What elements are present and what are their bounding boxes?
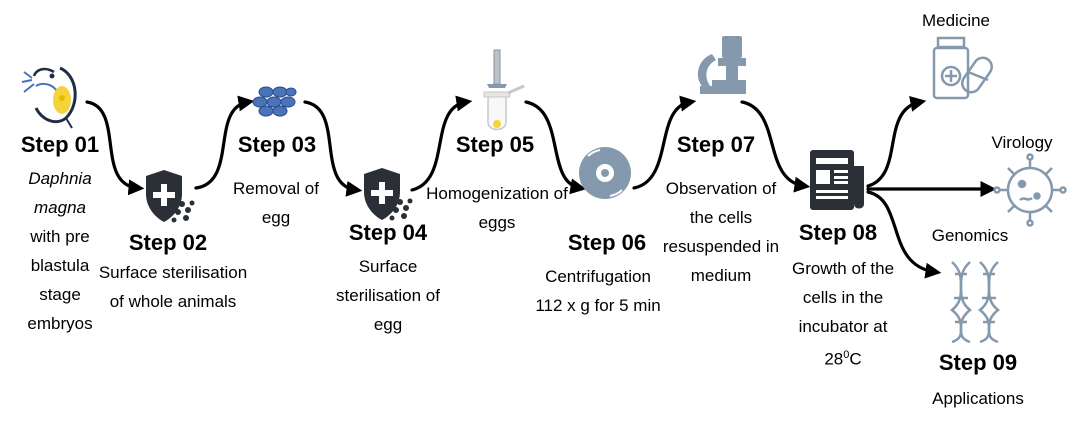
step-01: Step 01 Daphnia magna with pre blastula … [10, 132, 110, 338]
step-08-title: Step 08 [798, 220, 878, 245]
step-03: Step 03 [224, 132, 330, 158]
arrow-01-02 [85, 100, 145, 196]
step-03-description: Removal of egg [233, 179, 319, 227]
step-04: Step 04 [330, 220, 446, 246]
centrifuge-icon [579, 147, 631, 199]
report-icon [810, 150, 864, 210]
app-label-genomics: Genomics [931, 226, 1009, 245]
app-label-medicine: Medicine [921, 11, 991, 30]
step-07-description: Observation of the cells resuspended in … [662, 179, 780, 285]
step-07-title: Step 07 [676, 132, 756, 157]
step-02-description: Surface sterilisation of whole animals [98, 263, 248, 311]
dna-icon [949, 261, 1001, 344]
step-01-description: Daphnia magna with pre blastula stage em… [10, 164, 110, 338]
connector-arrows [85, 95, 997, 279]
step-06-description: Centrifugation 112 x g for 5 min [535, 267, 661, 315]
step-09-title: Step 09 [938, 350, 1018, 375]
daphnia-icon [21, 66, 77, 129]
step-05: Step 05 [440, 132, 550, 158]
arrow-03-04 [303, 100, 363, 197]
step-06-title: Step 06 [567, 230, 647, 255]
step-08-temp-sup: 0 [843, 349, 850, 361]
step-06: Step 06 [550, 230, 664, 256]
arrow-06-07 [632, 95, 697, 190]
step-01-species: Daphnia magna [28, 169, 92, 217]
step-07: Step 07 [660, 132, 772, 158]
step-05-title: Step 05 [455, 132, 535, 157]
arrow-08-medicine [866, 96, 927, 188]
step-04-description: Surface sterilisation of egg [336, 257, 440, 334]
shield-icon-whole-animals [146, 170, 195, 223]
step-02: Step 02 [106, 230, 230, 256]
arrow-05-06 [524, 100, 587, 195]
step-09: Step 09 [922, 350, 1034, 376]
step-02-title: Step 02 [128, 230, 208, 255]
arrow-04-05 [410, 95, 473, 192]
step-01-title: Step 01 [20, 132, 100, 157]
microscope-icon [697, 36, 746, 94]
shield-icon-egg [364, 168, 413, 221]
step-08-temp-value: 28 [824, 349, 844, 369]
step-08: Step 08 [782, 220, 894, 246]
arrow-07-08 [740, 100, 811, 193]
medicine-icon [932, 36, 993, 100]
virus-icon [993, 153, 1067, 227]
step-09-description: Applications [932, 389, 1024, 408]
eggs-icon [252, 86, 297, 117]
step-03-title: Step 03 [237, 132, 317, 157]
step-01-detail: with pre blastula stage embryos [27, 227, 93, 333]
arrow-08-genomics [866, 190, 942, 279]
step-04-title: Step 04 [348, 220, 428, 245]
arrow-02-03 [194, 95, 255, 190]
step-08-description: Growth of the cells in the incubator at … [776, 254, 910, 374]
step-08-detail: Growth of the cells in the incubator at [791, 259, 895, 336]
homogenizer-icon [483, 49, 525, 131]
step-05-description: Homogenization of eggs [426, 184, 568, 232]
app-label-virology: Virology [991, 133, 1053, 152]
step-08-temp-unit: C [849, 349, 862, 369]
